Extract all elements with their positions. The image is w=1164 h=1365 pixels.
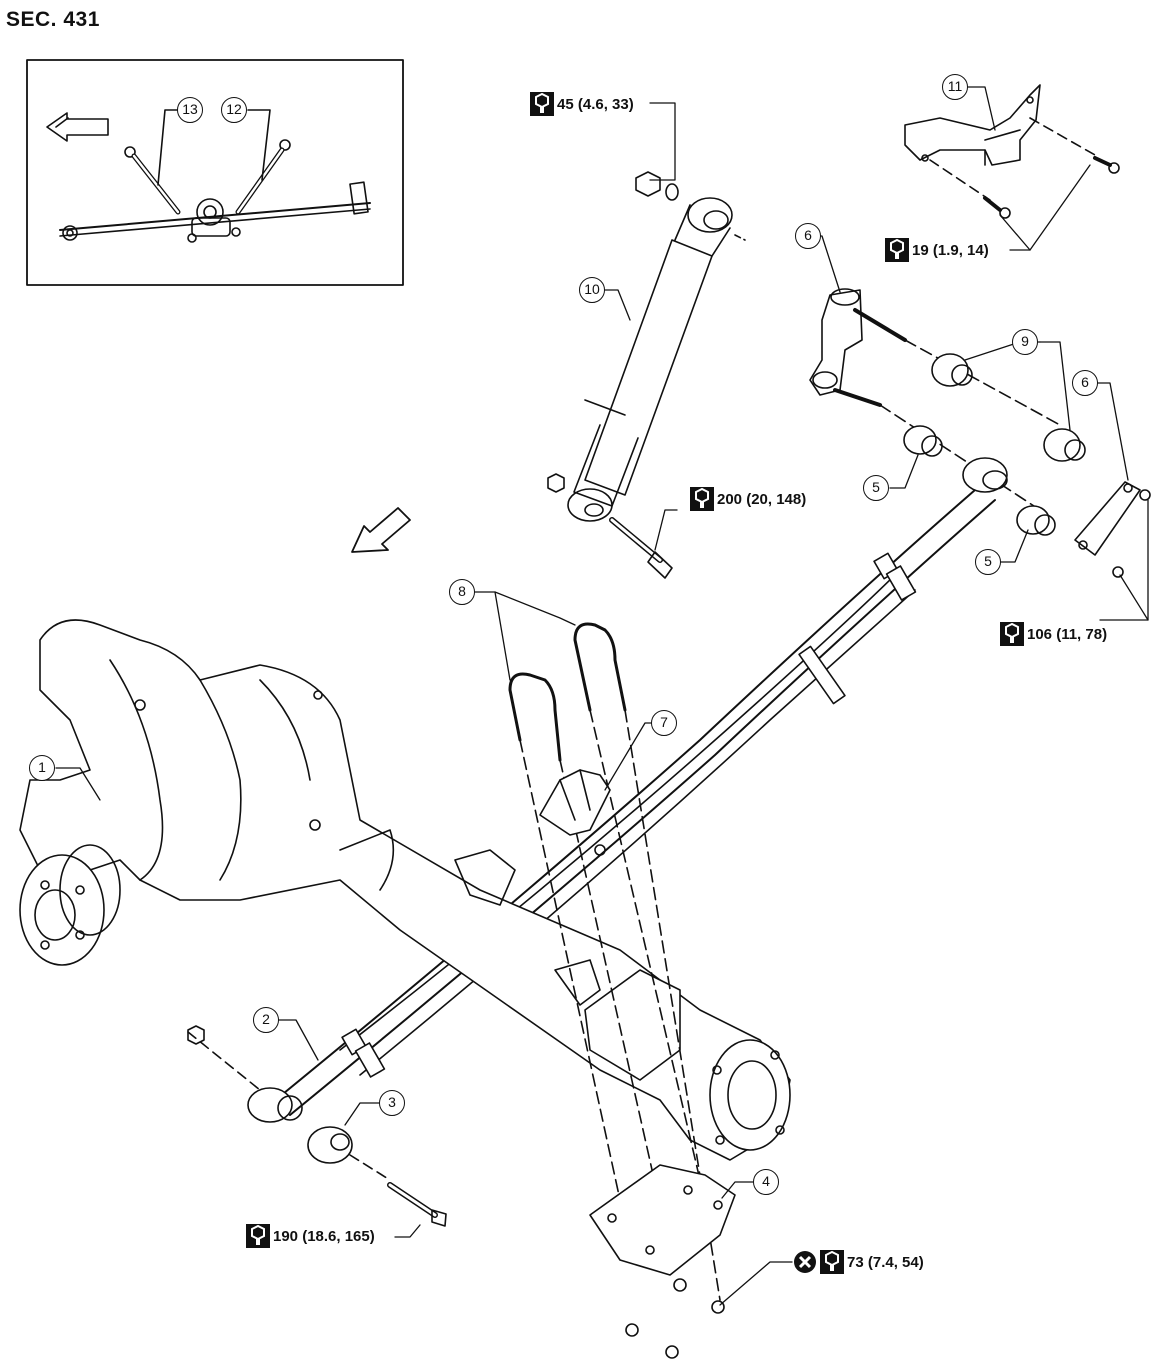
torque-value: 106 (11, 78) [1027,625,1108,643]
callout-5-lower: 5 [975,549,1001,575]
section-title: SEC. 431 [6,8,100,31]
front-direction-arrow-icon [46,112,109,142]
torque-value: 190 (18.6, 165) [273,1227,375,1245]
callout-2: 2 [253,1007,279,1033]
torque-value: 45 (4.6, 33) [557,95,634,113]
torque-wrench-icon [530,92,554,116]
torque-wrench-icon [1000,622,1024,646]
torque-bracket-bolt: 19 (1.9, 14) [885,238,989,262]
inset-overview-diagram [26,59,404,286]
u-bolt-plate [589,1164,736,1359]
torque-shock-lower: 200 (20, 148) [690,487,806,511]
callout-6-lower: 6 [1072,370,1098,396]
callout-1: 1 [29,755,55,781]
callout-13: 13 [177,97,203,123]
callout-4: 4 [753,1169,779,1195]
torque-wrench-icon [690,487,714,511]
callout-6-upper: 6 [795,223,821,249]
callout-11: 11 [942,74,968,100]
torque-value: 19 (1.9, 14) [912,241,989,259]
rear-shackle-assembly [809,288,1151,578]
do-not-reuse-icon [793,1250,817,1274]
shackle-bracket [904,84,1120,219]
torque-value: 200 (20, 148) [717,490,807,508]
torque-value: 73 (7.4, 54) [847,1253,924,1271]
torque-wrench-icon [820,1250,844,1274]
torque-wrench-icon [246,1224,270,1248]
callout-8: 8 [449,579,475,605]
callout-7: 7 [651,710,677,736]
vehicle-front-arrow-icon [351,507,411,553]
shock-absorber [547,171,746,579]
callout-3: 3 [379,1090,405,1116]
callout-9: 9 [1012,329,1038,355]
callout-5-upper: 5 [863,475,889,501]
callout-12: 12 [221,97,247,123]
torque-wrench-icon [885,238,909,262]
torque-shock-upper: 45 (4.6, 33) [530,92,634,116]
torque-shackle-nut: 106 (11, 78) [1000,622,1107,646]
torque-spring-front-bolt: 190 (18.6, 165) [246,1224,375,1248]
callout-10: 10 [579,277,605,303]
front-spring-bushing [187,1025,447,1227]
rear-axle-housing [19,619,791,1161]
torque-u-bolt-nut: 73 (7.4, 54) [793,1250,924,1274]
spring-seat [539,769,611,836]
